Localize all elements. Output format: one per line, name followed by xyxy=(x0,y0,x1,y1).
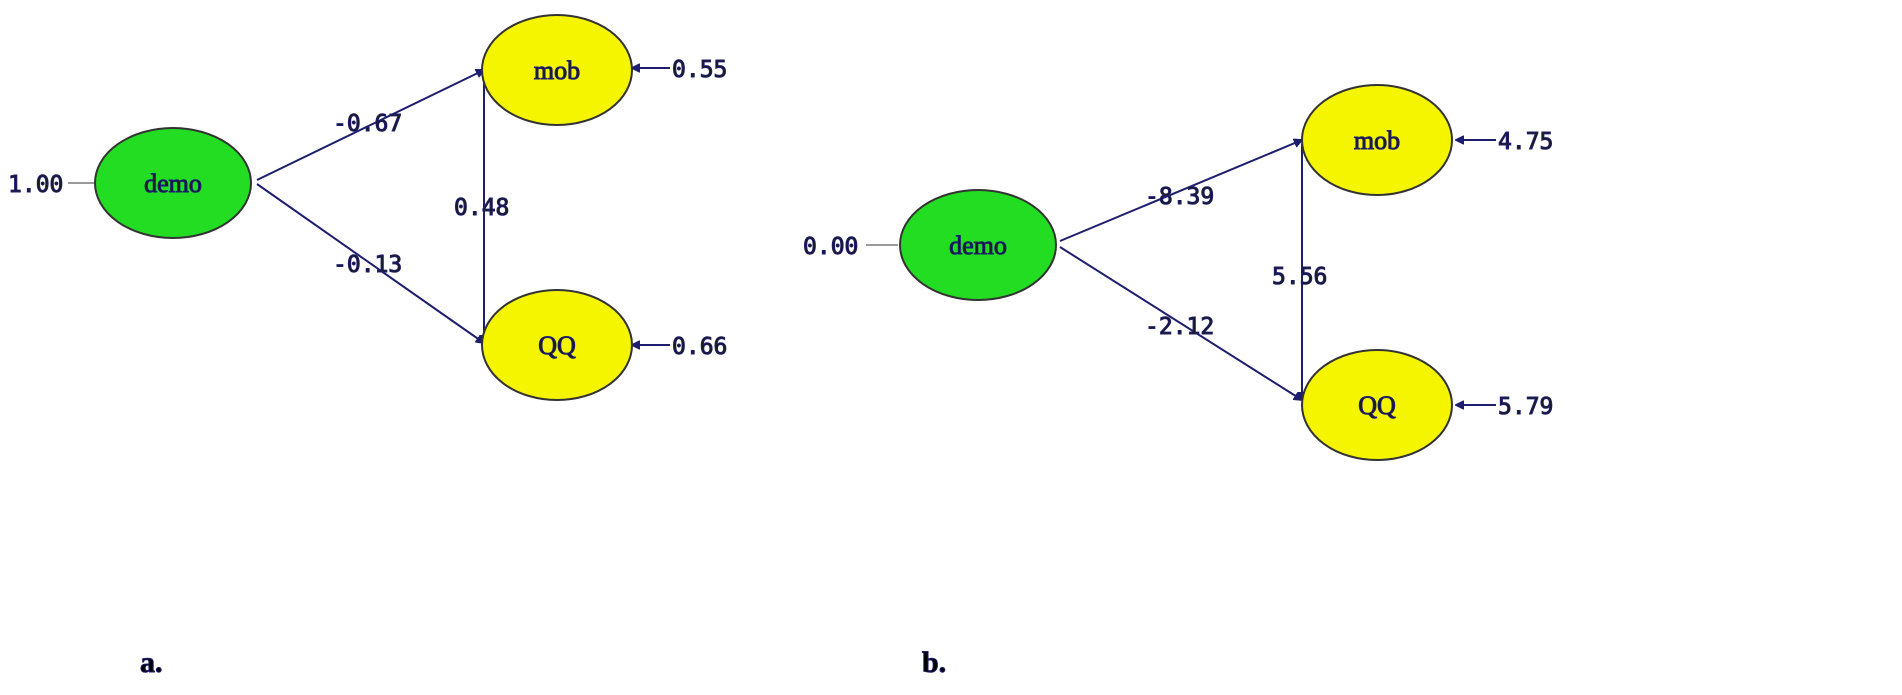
path-demo-to-mob xyxy=(256,70,484,181)
panel-a: 1.00 0.55 0.66 -0.67 -0.13 0.48 demo mob… xyxy=(8,14,728,680)
mob-node-label: mob xyxy=(534,56,580,85)
coef-demo-to-qq: -2.12 xyxy=(1145,314,1214,340)
qq-node xyxy=(1301,349,1453,461)
panel-b: 0.00 4.75 5.79 -8.39 -2.12 5.56 demo mob… xyxy=(803,84,1554,680)
coef-demo-to-qq: -0.13 xyxy=(333,252,402,278)
path-demo-to-qq xyxy=(256,183,484,343)
mob-error-label: 0.55 xyxy=(672,57,727,83)
demo-variance-label: 1.00 xyxy=(8,172,63,198)
mob-error-label: 4.75 xyxy=(1498,129,1553,155)
demo-node xyxy=(899,189,1057,301)
demo-variance-label: 0.00 xyxy=(803,234,858,260)
demo-node-label: demo xyxy=(144,169,202,198)
qq-error-label: 5.79 xyxy=(1498,394,1553,420)
mob-node-label: mob xyxy=(1354,126,1400,155)
panel-b-caption: b. xyxy=(922,646,946,679)
demo-node-label: demo xyxy=(949,231,1007,260)
coef-mob-to-qq: 0.48 xyxy=(454,195,509,221)
qq-node xyxy=(481,289,633,401)
mob-node xyxy=(481,14,633,126)
panel-a-caption: a. xyxy=(140,646,163,679)
demo-node xyxy=(94,127,252,239)
coef-demo-to-mob: -0.67 xyxy=(333,111,402,137)
coef-demo-to-mob: -8.39 xyxy=(1145,184,1214,210)
qq-node-label: QQ xyxy=(1358,391,1396,420)
qq-error-label: 0.66 xyxy=(672,334,727,360)
path-demo-to-mob xyxy=(1059,140,1302,242)
qq-node-label: QQ xyxy=(538,331,576,360)
coef-mob-to-qq: 5.56 xyxy=(1272,264,1327,290)
path-demo-to-qq xyxy=(1059,246,1302,400)
mob-node xyxy=(1301,84,1453,196)
